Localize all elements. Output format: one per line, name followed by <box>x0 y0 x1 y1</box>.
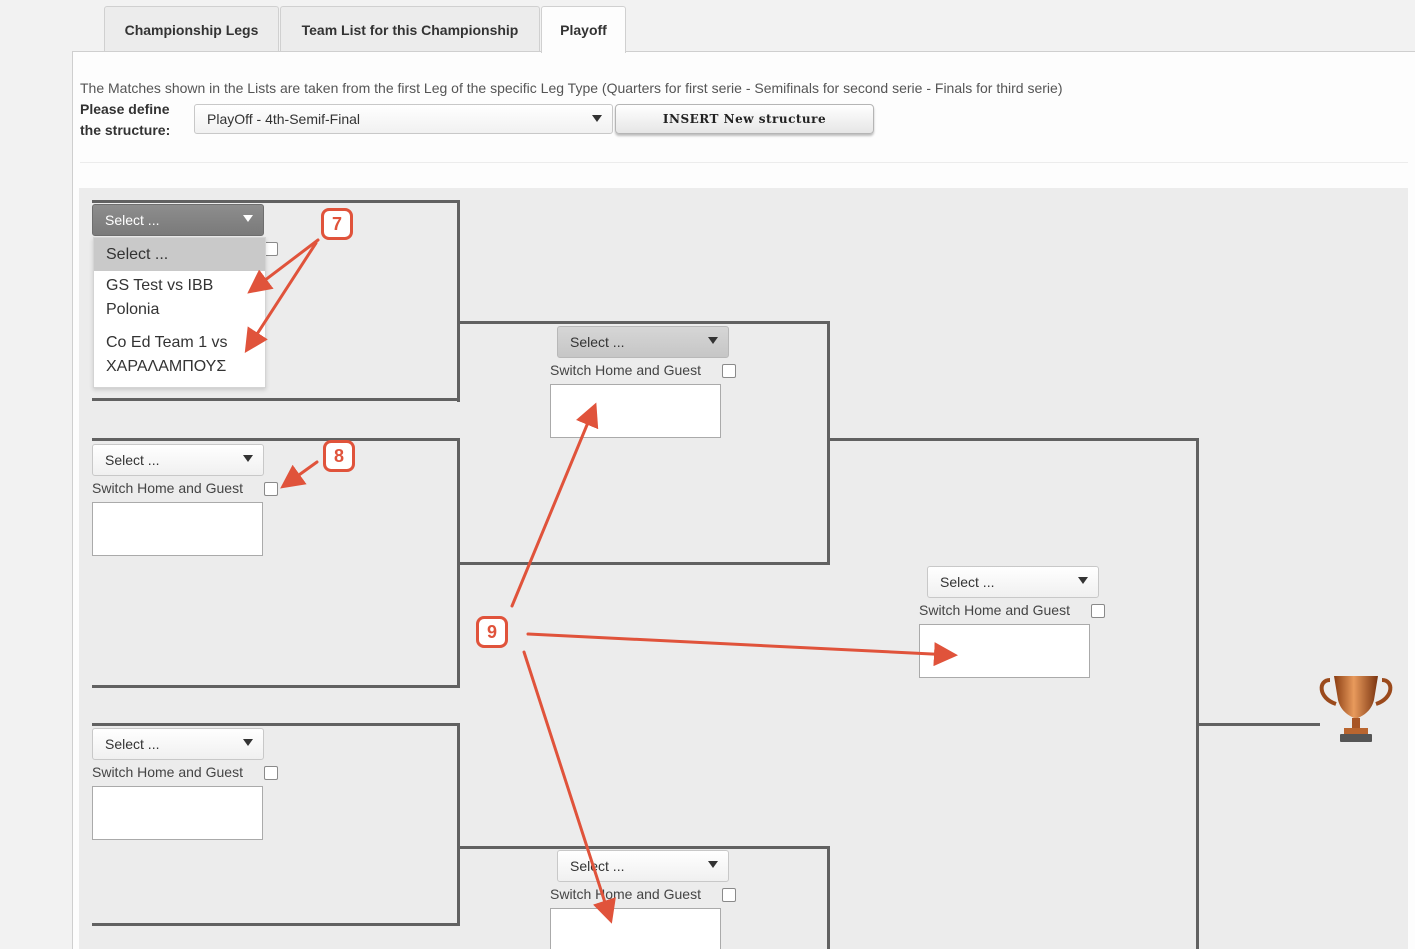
match-select-qf2[interactable]: Select ... <box>92 444 264 476</box>
chevron-down-icon <box>243 739 253 746</box>
match-select-sf1-value: Select ... <box>570 334 625 350</box>
switch-checkbox-qf3[interactable] <box>264 766 278 780</box>
match-box-qf3 <box>92 786 263 840</box>
match-select-final-value: Select ... <box>940 574 995 590</box>
tab-playoff[interactable]: Playoff <box>541 6 626 53</box>
structure-select[interactable]: PlayOff - 4th-Semif-Final <box>194 104 613 134</box>
match-box-final <box>919 624 1090 678</box>
tab-team-list[interactable]: Team List for this Championship <box>280 6 540 52</box>
structure-label-line2: the structure: <box>80 122 171 138</box>
chevron-down-icon <box>243 455 253 462</box>
switch-label-qf3: Switch Home and Guest <box>92 764 243 780</box>
chevron-down-icon <box>708 861 718 868</box>
switch-checkbox-qf2[interactable] <box>264 482 278 496</box>
match-dropdown-list: Select ... GS Test vs IBB Polonia Co Ed … <box>93 237 266 388</box>
option-1-line1: GS Test vs IBB <box>106 277 214 294</box>
switch-label-qf2: Switch Home and Guest <box>92 480 243 496</box>
switch-label-sf1: Switch Home and Guest <box>550 362 701 378</box>
annotation-badge-9: 9 <box>476 616 508 648</box>
tab-championship-legs[interactable]: Championship Legs <box>104 6 279 52</box>
match-select-sf1[interactable]: Select ... <box>557 326 729 358</box>
match-select-qf1[interactable]: Select ... <box>92 204 264 236</box>
switch-checkbox-final[interactable] <box>1091 604 1105 618</box>
dropdown-option-select[interactable]: Select ... <box>94 238 265 271</box>
insert-structure-button[interactable]: INSERT New structure <box>615 104 874 134</box>
structure-select-value: PlayOff - 4th-Semif-Final <box>207 111 361 127</box>
match-box-sf1 <box>550 384 721 438</box>
structure-label: Please define the structure: <box>80 99 170 141</box>
switch-label-final: Switch Home and Guest <box>919 602 1070 618</box>
dropdown-option-match-2[interactable]: Co Ed Team 1 vs ΧΑΡΑΛΑΜΠΟΥΣ <box>94 322 265 379</box>
switch-label-sf2: Switch Home and Guest <box>550 886 701 902</box>
structure-label-line1: Please define <box>80 101 170 117</box>
match-select-sf2[interactable]: Select ... <box>557 850 729 882</box>
option-1-line2: Polonia <box>106 301 160 318</box>
switch-checkbox-sf2[interactable] <box>722 888 736 902</box>
bracket-area <box>79 188 1408 949</box>
match-box-qf2 <box>92 502 263 556</box>
match-select-final[interactable]: Select ... <box>927 566 1099 598</box>
info-text: The Matches shown in the Lists are taken… <box>80 80 1063 96</box>
annotation-badge-7: 7 <box>321 208 353 240</box>
match-select-qf3[interactable]: Select ... <box>92 728 264 760</box>
dropdown-option-match-1[interactable]: GS Test vs IBB Polonia <box>94 271 265 322</box>
annotation-badge-8: 8 <box>323 440 355 472</box>
chevron-down-icon <box>708 337 718 344</box>
match-select-sf2-value: Select ... <box>570 858 625 874</box>
divider <box>80 162 1408 163</box>
switch-checkbox-qf1[interactable] <box>264 242 278 256</box>
chevron-down-icon <box>1078 577 1088 584</box>
option-2-line2: ΧΑΡΑΛΑΜΠΟΥΣ <box>106 358 227 375</box>
option-2-line1: Co Ed Team 1 vs <box>106 334 228 351</box>
match-select-qf1-value: Select ... <box>105 212 160 228</box>
chevron-down-icon <box>592 115 602 122</box>
chevron-down-icon <box>243 215 253 222</box>
switch-checkbox-sf1[interactable] <box>722 364 736 378</box>
match-box-sf2 <box>550 908 721 949</box>
match-select-qf2-value: Select ... <box>105 452 160 468</box>
match-select-qf3-value: Select ... <box>105 736 160 752</box>
trophy-icon <box>1319 676 1393 742</box>
